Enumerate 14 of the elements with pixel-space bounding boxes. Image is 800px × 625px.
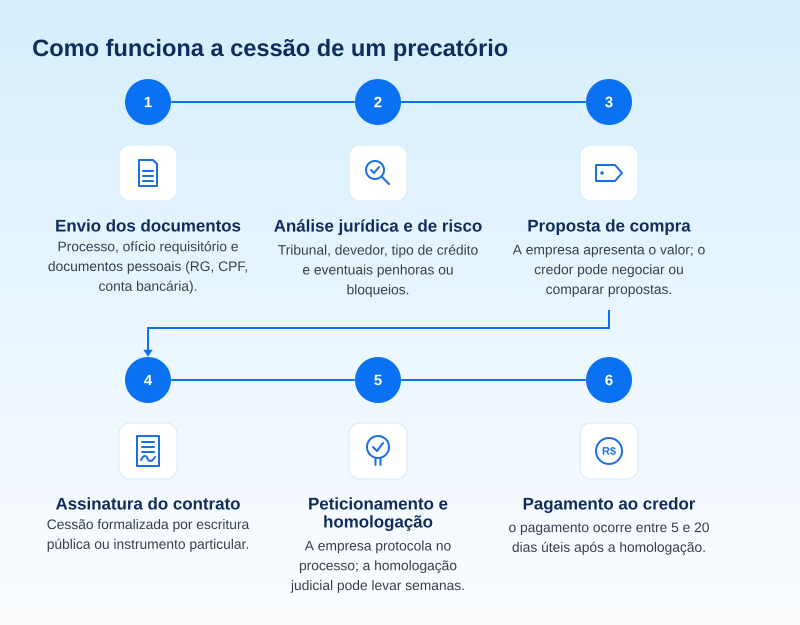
currency-sign: R$ [602,446,616,456]
step-heading: Envio dos documentos [56,219,240,232]
step-description: o pagamento ocorre entre 5 e 20 dias úteis após a homologação. [509,522,709,555]
step-description: Cessão formalizada por escritura pública ou instrumento particular. [47,519,250,552]
step-description: Tribunal, devedor, tipo de crédito e eventuais penhoras ou bloqueios. [278,244,478,298]
title: Como funciona a cessão de um precatório [33,38,508,61]
step-heading: Peticionamento e homologação [309,497,448,532]
step-heading: Pagamento ao credor [524,497,696,514]
step-description: A empresa apresenta o valor; o credor pode negociar ou comparar propostas. [512,244,705,297]
step-heading: Análise jurídica e de risco [274,219,482,236]
step-description: Processo, ofício requisitório e documentos pessoais (RG, CPF, conta bancária). [48,241,247,294]
step-heading: Assinatura do contrato [56,497,240,510]
step-heading: Proposta de compra [528,219,691,235]
step-description: A empresa protocola no processo; a homologação judicial pode levar semanas. [290,540,464,593]
